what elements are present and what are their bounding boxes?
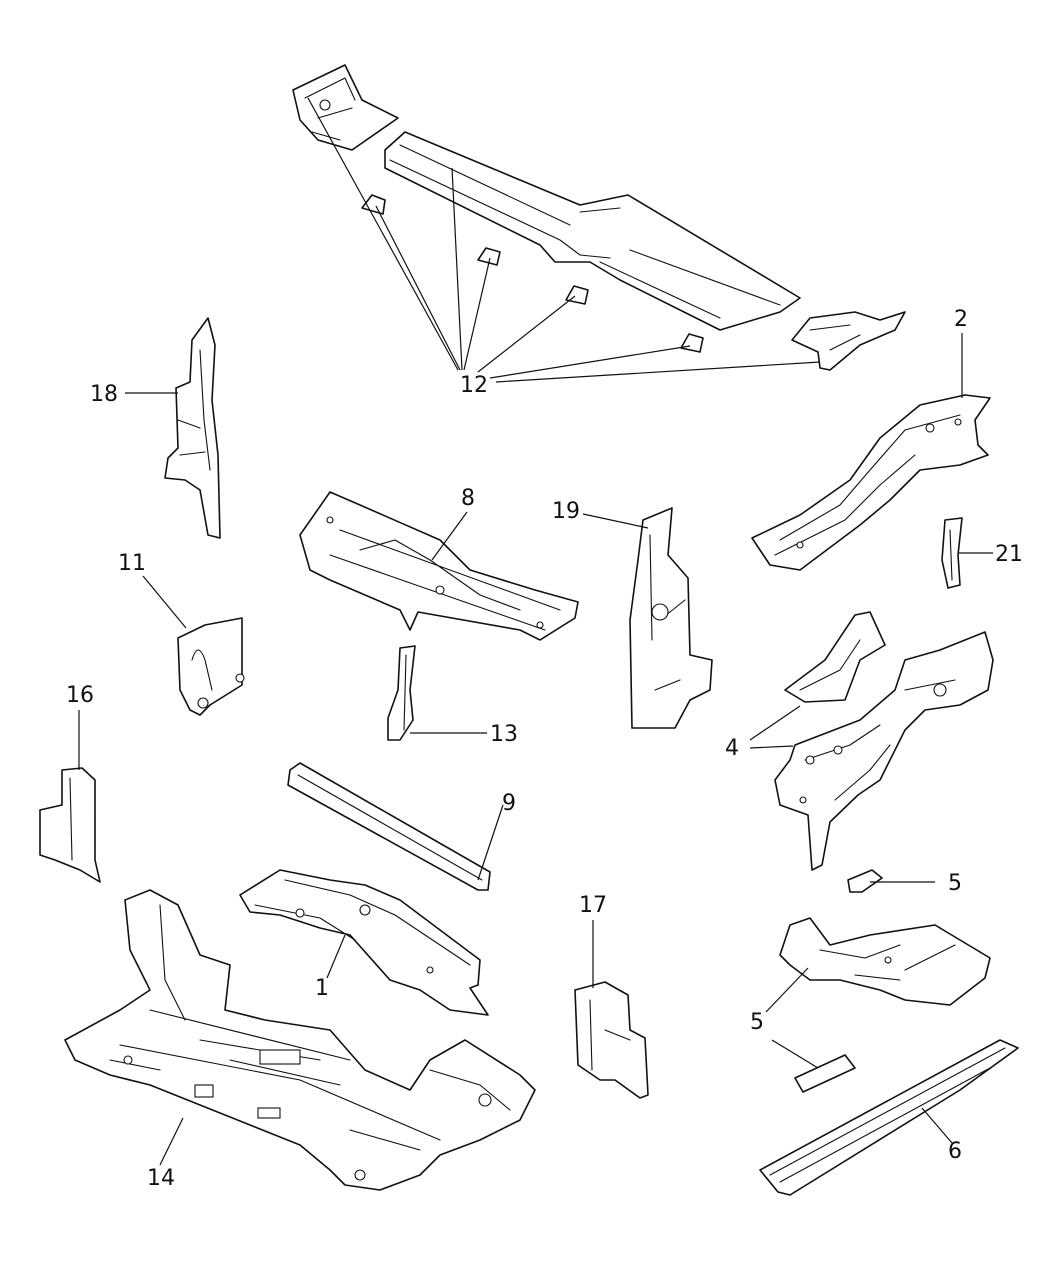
part-13-strut — [387, 645, 416, 741]
part-17-panel — [574, 981, 649, 1099]
callout-13: 13 — [490, 722, 518, 747]
callout-11: 11 — [118, 551, 146, 576]
part-14-cradle — [64, 889, 536, 1191]
part-9-crossbar — [287, 762, 491, 891]
part-5-bracket — [847, 869, 883, 893]
part-2-rail — [751, 394, 991, 571]
part-11-shield — [177, 617, 245, 716]
part-4-front-rail — [774, 611, 994, 871]
callout-21: 21 — [995, 542, 1023, 567]
callout-labels: 12 18 2 8 19 11 21 13 4 16 9 5 17 1 5 6 … — [66, 307, 1023, 1191]
part-6-sill — [759, 1039, 1019, 1196]
callout-16: 16 — [66, 683, 94, 708]
callout-14: 14 — [147, 1166, 175, 1191]
part-16-panel — [39, 767, 101, 883]
part-21-bracket — [941, 517, 963, 589]
part-12-crossmember — [292, 64, 906, 371]
part-5-floor-pan — [779, 917, 991, 1006]
part-18-pillar — [164, 317, 221, 539]
callout-1: 1 — [315, 976, 329, 1001]
callout-18: 18 — [90, 382, 118, 407]
part-8-dash-panel — [299, 491, 579, 641]
callout-4: 4 — [725, 736, 739, 761]
part-19-pillar — [629, 507, 713, 729]
callout-19: 19 — [552, 499, 580, 524]
callout-8: 8 — [461, 486, 475, 511]
leader-lines — [78, 97, 993, 1166]
callout-5-lower: 5 — [750, 1010, 764, 1035]
part-1-member — [239, 869, 489, 1016]
callout-5-upper: 5 — [948, 871, 962, 896]
callout-17: 17 — [579, 893, 607, 918]
callout-12: 12 — [460, 373, 488, 398]
part-5-bar — [794, 1054, 856, 1093]
callout-2: 2 — [954, 307, 968, 332]
callout-9: 9 — [502, 791, 516, 816]
callout-6: 6 — [948, 1139, 962, 1164]
